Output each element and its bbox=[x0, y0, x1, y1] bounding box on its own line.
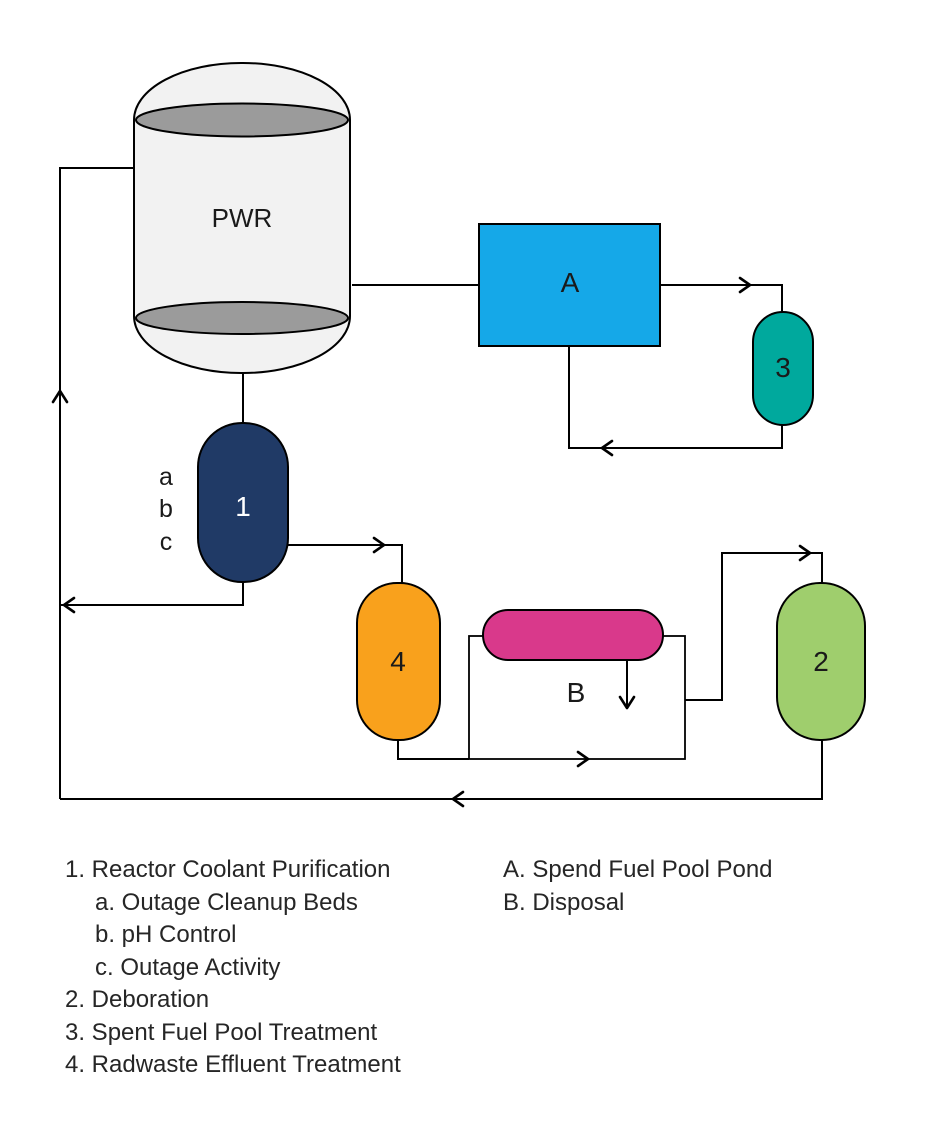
unit1-capsule bbox=[197, 422, 289, 583]
legend-item-1a: a. Outage Cleanup Beds bbox=[95, 888, 358, 916]
pwr-label: PWR bbox=[212, 203, 273, 233]
arrow-left-icon bbox=[451, 790, 465, 808]
pipe-unit1-to-unit4 bbox=[287, 544, 403, 592]
legend-item-1: 1. Reactor Coolant Purification bbox=[65, 856, 391, 883]
pipe-unit2-bottom-return bbox=[60, 740, 823, 800]
arrow-up-icon bbox=[51, 389, 69, 404]
arrow-right-icon bbox=[372, 536, 386, 554]
disposal-capsule bbox=[482, 609, 664, 661]
arrow-right-icon bbox=[576, 750, 590, 768]
bed-label-a: a bbox=[159, 463, 173, 491]
unit3-capsule bbox=[752, 311, 814, 426]
node-a-label: A bbox=[561, 267, 580, 298]
legend-item-b: B. Disposal bbox=[503, 888, 625, 916]
unit3-label: 3 bbox=[775, 352, 791, 383]
pipe-network bbox=[51, 167, 823, 808]
pipe-disposal-to-unit2 bbox=[685, 552, 823, 701]
unit2-label: 2 bbox=[813, 646, 829, 677]
pwr-vessel: PWR bbox=[133, 62, 351, 374]
spent-fuel-pool-pond-box bbox=[478, 223, 661, 347]
unit1-label: 1 bbox=[235, 491, 251, 522]
bed-label-c: c bbox=[160, 528, 173, 556]
pipe-left-return-riser bbox=[59, 167, 134, 799]
legend-item-4: 4. Radwaste Effluent Treatment bbox=[65, 1051, 401, 1078]
arrow-left-icon bbox=[62, 596, 76, 614]
node-b-label: B bbox=[567, 677, 586, 708]
pipe-unit1-to-riser bbox=[61, 582, 244, 606]
arrow-down-icon bbox=[618, 695, 636, 710]
pipe-pool-to-unit3 bbox=[660, 284, 783, 312]
pwr-vessel-bottom-cap bbox=[135, 301, 349, 335]
legend-right-column: A. Spend Fuel Pool Pond B. Disposal bbox=[503, 854, 773, 919]
legend-item-3: 3. Spent Fuel Pool Treatment bbox=[65, 1018, 378, 1046]
legend-left-column: 1. Reactor Coolant Purification a. Outag… bbox=[65, 854, 401, 1082]
bed-label-b: b bbox=[159, 495, 173, 523]
unit4-capsule bbox=[356, 582, 441, 741]
unit2-capsule bbox=[776, 582, 866, 741]
pwr-vessel-top-cap bbox=[135, 102, 349, 138]
legend-item-1c: c. Outage Activity bbox=[95, 953, 281, 981]
legend-item-2: 2. Deboration bbox=[65, 986, 210, 1013]
arrow-right-icon bbox=[798, 544, 812, 562]
arrow-left-icon bbox=[600, 439, 614, 457]
unit4-label: 4 bbox=[390, 646, 406, 677]
pipe-unit3-return-to-pool bbox=[568, 346, 783, 449]
pipe-unit4-to-disposal-box bbox=[397, 740, 469, 760]
pwr-vessel-body bbox=[133, 62, 351, 374]
arrow-right-icon bbox=[738, 276, 752, 294]
legend-item-a: A. Spend Fuel Pool Pond bbox=[503, 856, 773, 883]
legend-item-1b: b. pH Control bbox=[95, 921, 237, 948]
